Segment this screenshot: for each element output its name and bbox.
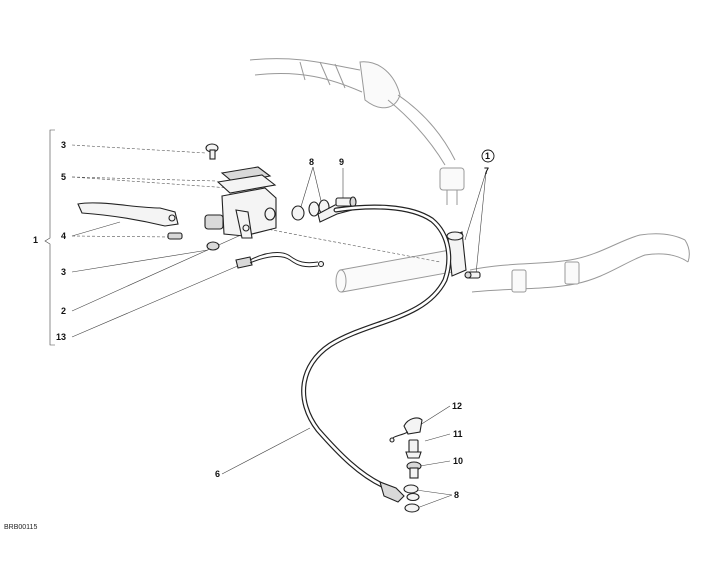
callout-12: 12 xyxy=(452,401,462,411)
callout-10: 10 xyxy=(453,456,463,466)
handlebar-outline xyxy=(249,58,690,293)
callout-5: 5 xyxy=(61,172,66,182)
callout-6: 6 xyxy=(215,469,220,479)
callout-3-top: 3 xyxy=(61,140,66,150)
callout-1: 1 xyxy=(33,235,38,245)
callout-9: 9 xyxy=(339,157,344,167)
callout-11: 11 xyxy=(453,429,463,439)
banjo-bolt xyxy=(335,196,357,208)
leader-lines xyxy=(71,144,487,509)
callout-1-circled: 1 xyxy=(485,151,490,161)
assembly-bracket xyxy=(44,129,55,346)
callout-4: 4 xyxy=(61,231,66,241)
drawing-code: BRB00115 xyxy=(4,524,37,531)
lower-seal-washers xyxy=(403,484,420,513)
brake-hose xyxy=(301,204,452,503)
callout-13: 13 xyxy=(56,332,66,342)
callout-labels: 1 3 5 4 3 2 13 8 9 1 7 12 11 10 6 8 xyxy=(33,140,495,500)
brake-light-switch xyxy=(235,252,325,269)
brake-lever xyxy=(77,202,179,227)
callout-8-top: 8 xyxy=(309,157,314,167)
lower-banjo-bolt xyxy=(406,461,422,479)
bleed-valve xyxy=(405,439,422,459)
reservoir-cap-screw xyxy=(205,143,219,160)
callout-2: 2 xyxy=(61,306,66,316)
callout-3-bottom: 3 xyxy=(61,267,66,277)
bleed-valve-cap xyxy=(389,417,423,443)
lever-pivot-pin xyxy=(167,232,183,240)
master-cylinder-body xyxy=(204,187,277,239)
reservoir-cover xyxy=(216,166,277,194)
circled-callout-ring xyxy=(481,149,495,163)
callout-7: 7 xyxy=(484,166,489,176)
callout-8-bottom: 8 xyxy=(454,490,459,500)
handlebar-clamp xyxy=(446,231,481,279)
washer xyxy=(206,241,220,251)
